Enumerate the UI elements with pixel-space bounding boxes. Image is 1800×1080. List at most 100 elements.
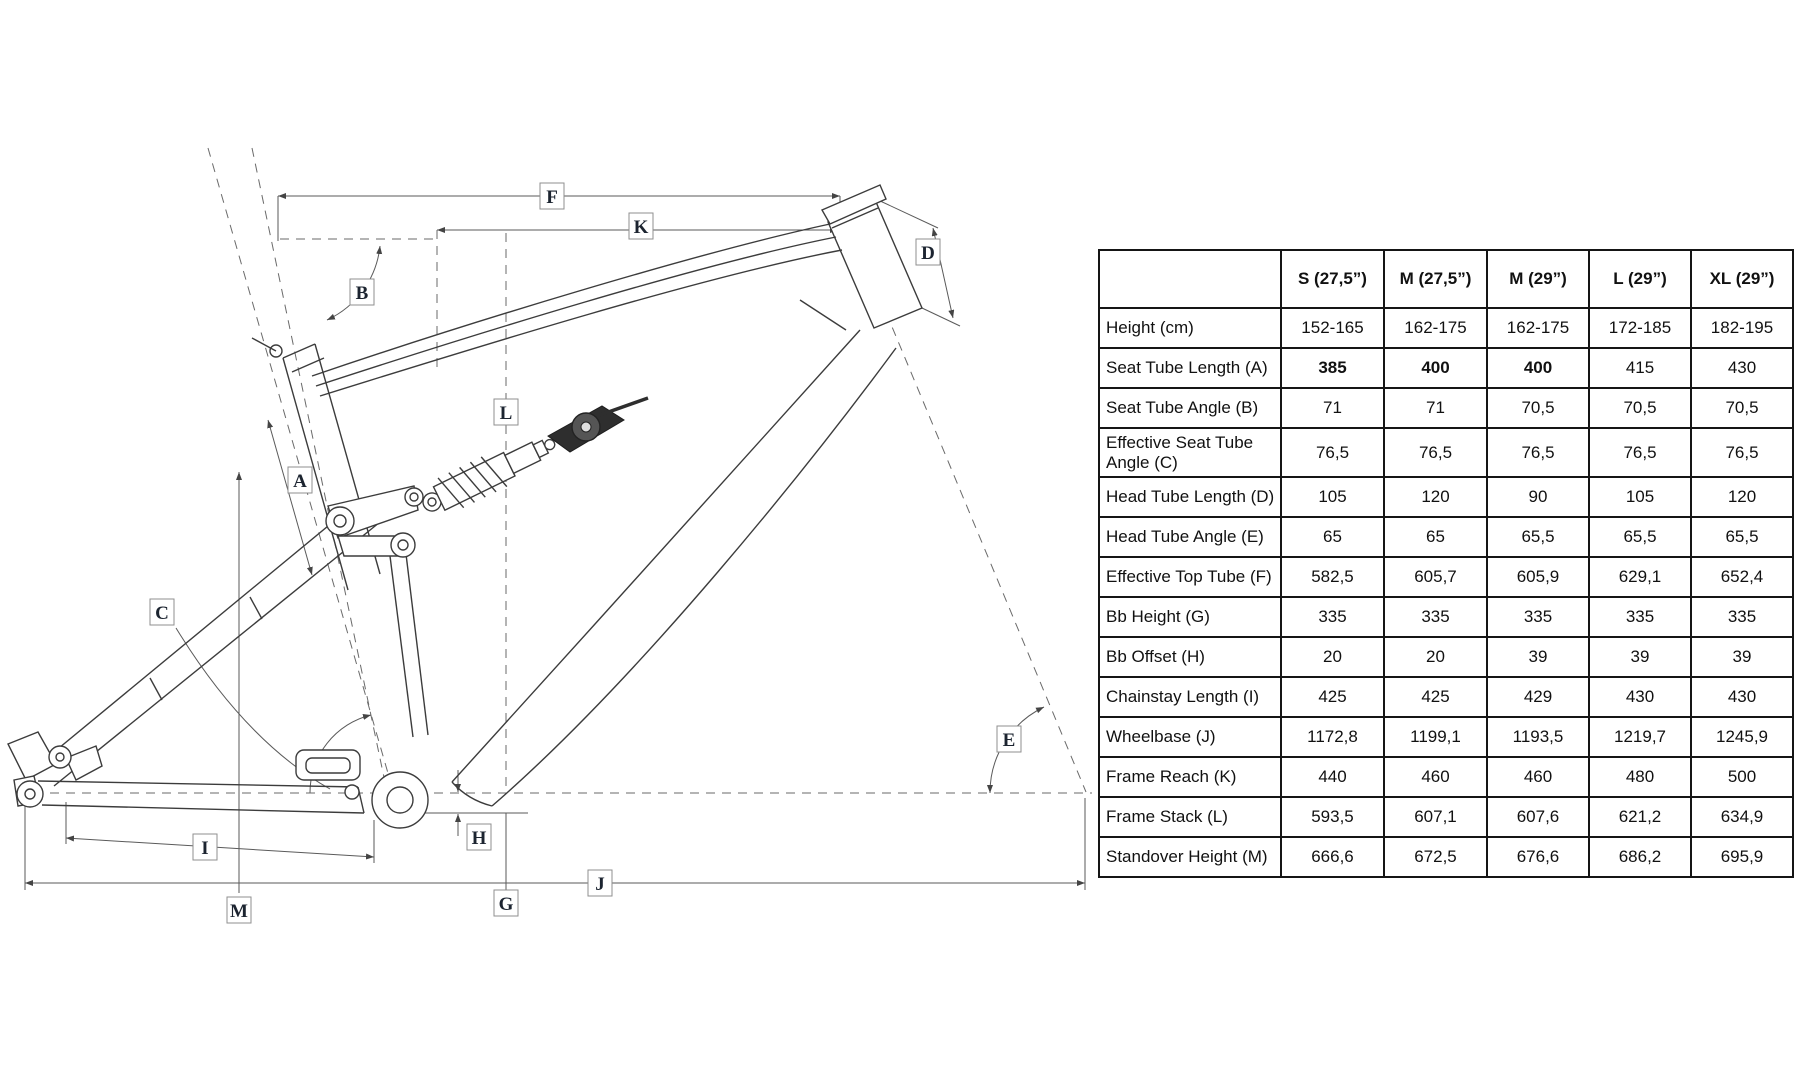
measure-label: Head Tube Angle (E) bbox=[1098, 516, 1282, 559]
measure-value: 1245,9 bbox=[1690, 716, 1794, 759]
measure-value: 425 bbox=[1280, 676, 1385, 719]
measure-value: 400 bbox=[1383, 347, 1488, 389]
measure-value: 105 bbox=[1588, 476, 1692, 519]
measure-value: 1172,8 bbox=[1280, 716, 1385, 759]
measure-label: Head Tube Length (D) bbox=[1098, 476, 1282, 519]
measure-value: 385 bbox=[1280, 347, 1385, 389]
measure-value: 695,9 bbox=[1690, 836, 1794, 879]
measure-label: Seat Tube Length (A) bbox=[1098, 347, 1282, 389]
measure-value: 105 bbox=[1280, 476, 1385, 519]
measure-value: 1199,1 bbox=[1383, 716, 1488, 759]
measure-value: 65,5 bbox=[1486, 516, 1590, 559]
svg-text:D: D bbox=[921, 243, 935, 264]
measure-value: 415 bbox=[1588, 347, 1692, 389]
measure-value: 1193,5 bbox=[1486, 716, 1590, 759]
measure-value: 65 bbox=[1280, 516, 1385, 559]
chain-stays bbox=[37, 780, 365, 814]
measure-value: 71 bbox=[1383, 387, 1488, 429]
svg-text:C: C bbox=[155, 603, 169, 624]
measure-label: Frame Stack (L) bbox=[1098, 796, 1282, 839]
measure-value: 76,5 bbox=[1588, 426, 1692, 479]
measure-value: 686,2 bbox=[1588, 836, 1692, 879]
measure-label: Effective Seat Tube Angle (C) bbox=[1098, 426, 1282, 479]
measure-value: 70,5 bbox=[1486, 387, 1590, 429]
measure-label: Wheelbase (J) bbox=[1098, 716, 1282, 759]
measure-value: 76,5 bbox=[1280, 426, 1385, 479]
measure-value: 500 bbox=[1690, 756, 1794, 799]
measure-value: 582,5 bbox=[1280, 556, 1385, 599]
measure-value: 65 bbox=[1383, 516, 1488, 559]
rear-dropout bbox=[7, 731, 103, 808]
measure-value: 440 bbox=[1280, 756, 1385, 799]
label-G: G bbox=[493, 889, 519, 917]
measure-value: 400 bbox=[1486, 347, 1590, 389]
measure-value: 76,5 bbox=[1383, 426, 1488, 479]
measure-value: 39 bbox=[1690, 636, 1794, 679]
measure-value: 76,5 bbox=[1690, 426, 1794, 479]
measure-value: 70,5 bbox=[1588, 387, 1692, 429]
measure-value: 120 bbox=[1383, 476, 1488, 519]
measure-value: 605,9 bbox=[1486, 556, 1590, 599]
measure-value: 634,9 bbox=[1690, 796, 1794, 839]
measure-value: 607,1 bbox=[1383, 796, 1488, 839]
svg-text:H: H bbox=[472, 828, 487, 849]
svg-text:K: K bbox=[634, 217, 649, 238]
measure-label: Chainstay Length (I) bbox=[1098, 676, 1282, 719]
size-column-header: L (29”) bbox=[1588, 249, 1692, 309]
measure-label: Standover Height (M) bbox=[1098, 836, 1282, 879]
measure-value: 20 bbox=[1280, 636, 1385, 679]
measure-value: 430 bbox=[1588, 676, 1692, 719]
dimension-labels: F K B D A L C bbox=[149, 182, 1022, 924]
rocker-link bbox=[325, 485, 429, 738]
label-I: I bbox=[192, 833, 218, 861]
size-column-header: S (27,5”) bbox=[1280, 249, 1385, 309]
svg-text:J: J bbox=[595, 874, 605, 895]
label-J: J bbox=[587, 869, 613, 897]
geometry-table-wrap: S (27,5”)M (27,5”)M (29”)L (29”)XL (29”)… bbox=[1098, 249, 1794, 879]
measure-value: 120 bbox=[1690, 476, 1794, 519]
label-H: H bbox=[466, 823, 492, 851]
measure-label: Bb Offset (H) bbox=[1098, 636, 1282, 679]
measure-value: 90 bbox=[1486, 476, 1590, 519]
size-column-header: XL (29”) bbox=[1690, 249, 1794, 309]
label-F: F bbox=[539, 182, 565, 210]
measure-value: 162-175 bbox=[1486, 307, 1590, 349]
measure-value: 460 bbox=[1486, 756, 1590, 799]
measure-value: 676,6 bbox=[1486, 836, 1590, 879]
measure-value: 335 bbox=[1280, 596, 1385, 639]
measure-value: 672,5 bbox=[1383, 836, 1488, 879]
measure-label: Frame Reach (K) bbox=[1098, 756, 1282, 799]
measure-value: 605,7 bbox=[1383, 556, 1488, 599]
label-A: A bbox=[287, 466, 313, 494]
measure-value: 621,2 bbox=[1588, 796, 1692, 839]
svg-text:L: L bbox=[500, 403, 513, 424]
label-D: D bbox=[915, 238, 941, 266]
bottom-bracket bbox=[295, 749, 429, 829]
size-column-header: M (27,5”) bbox=[1383, 249, 1488, 309]
down-tube bbox=[451, 329, 861, 783]
svg-text:M: M bbox=[230, 901, 248, 922]
corner-cell bbox=[1098, 249, 1282, 309]
measure-value: 1219,7 bbox=[1588, 716, 1692, 759]
svg-text:B: B bbox=[356, 283, 369, 304]
measure-value: 162-175 bbox=[1383, 307, 1488, 349]
measure-value: 429 bbox=[1486, 676, 1590, 719]
measure-value: 652,4 bbox=[1690, 556, 1794, 599]
geometry-table-head: S (27,5”)M (27,5”)M (29”)L (29”)XL (29”) bbox=[1098, 249, 1794, 309]
measure-value: 593,5 bbox=[1280, 796, 1385, 839]
seatpost-hardware bbox=[547, 396, 649, 453]
label-M: M bbox=[226, 896, 252, 924]
label-L: L bbox=[493, 398, 519, 426]
measure-value: 335 bbox=[1588, 596, 1692, 639]
